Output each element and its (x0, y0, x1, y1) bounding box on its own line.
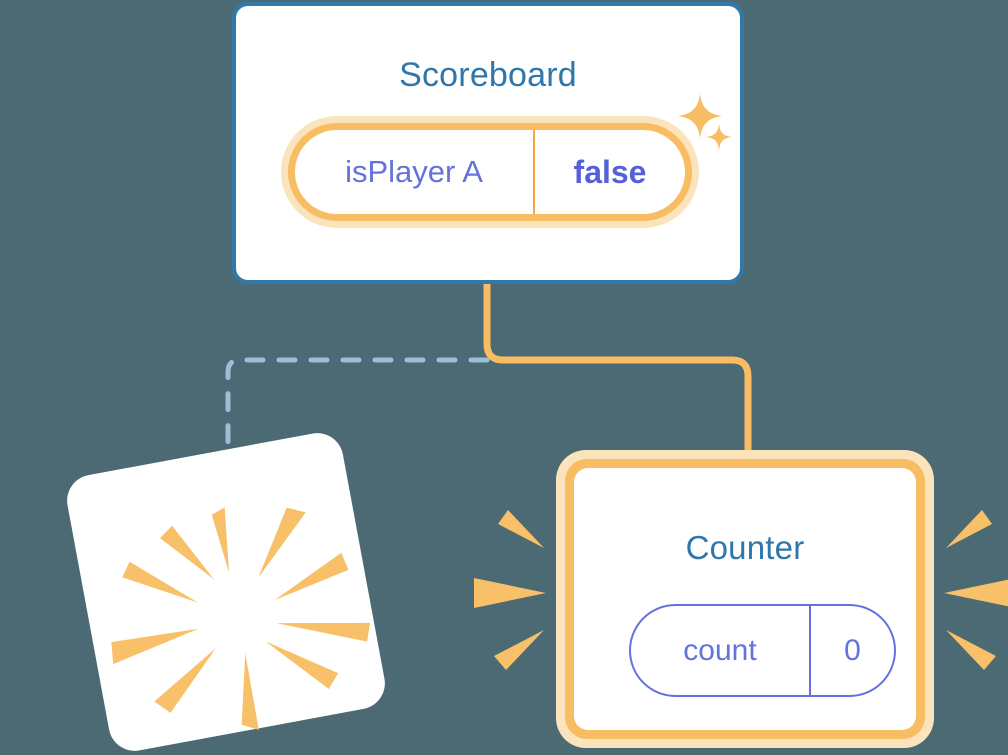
burst-ray (944, 579, 1008, 607)
scoreboard-state-pill[interactable]: isPlayer A false (281, 116, 699, 228)
burst-ray (946, 510, 992, 548)
counter-card-highlight-ring: Counter count 0 (565, 459, 925, 739)
counter-burst-rays-left (474, 510, 546, 670)
counter-title: Counter (685, 529, 805, 566)
scoreboard-pill-key: isPlayer A (295, 130, 535, 214)
connector-scoreboard-to-counter (483, 284, 752, 458)
scoreboard-title: Scoreboard (399, 56, 577, 94)
counter-card-face: Counter count 0 (574, 468, 916, 730)
counter-state-pill[interactable]: count 0 (629, 604, 896, 697)
scoreboard-card[interactable]: Scoreboard isPlayer A false (232, 2, 744, 284)
counter-pill-key: count (631, 606, 811, 695)
scoreboard-pill-value: false (573, 153, 647, 190)
counter-burst-rays-right (944, 510, 1008, 670)
scoreboard-pill-face: isPlayer A false (295, 130, 685, 214)
burst-ray (474, 578, 546, 608)
blank-card[interactable] (62, 428, 390, 755)
scoreboard-pill-highlight-ring: isPlayer A false (288, 123, 692, 221)
burst-ray (946, 630, 996, 670)
burst-ray (494, 630, 544, 670)
counter-card[interactable]: Counter count 0 (556, 450, 934, 748)
burst-ray (498, 510, 544, 548)
counter-pill-value: 0 (844, 633, 861, 667)
